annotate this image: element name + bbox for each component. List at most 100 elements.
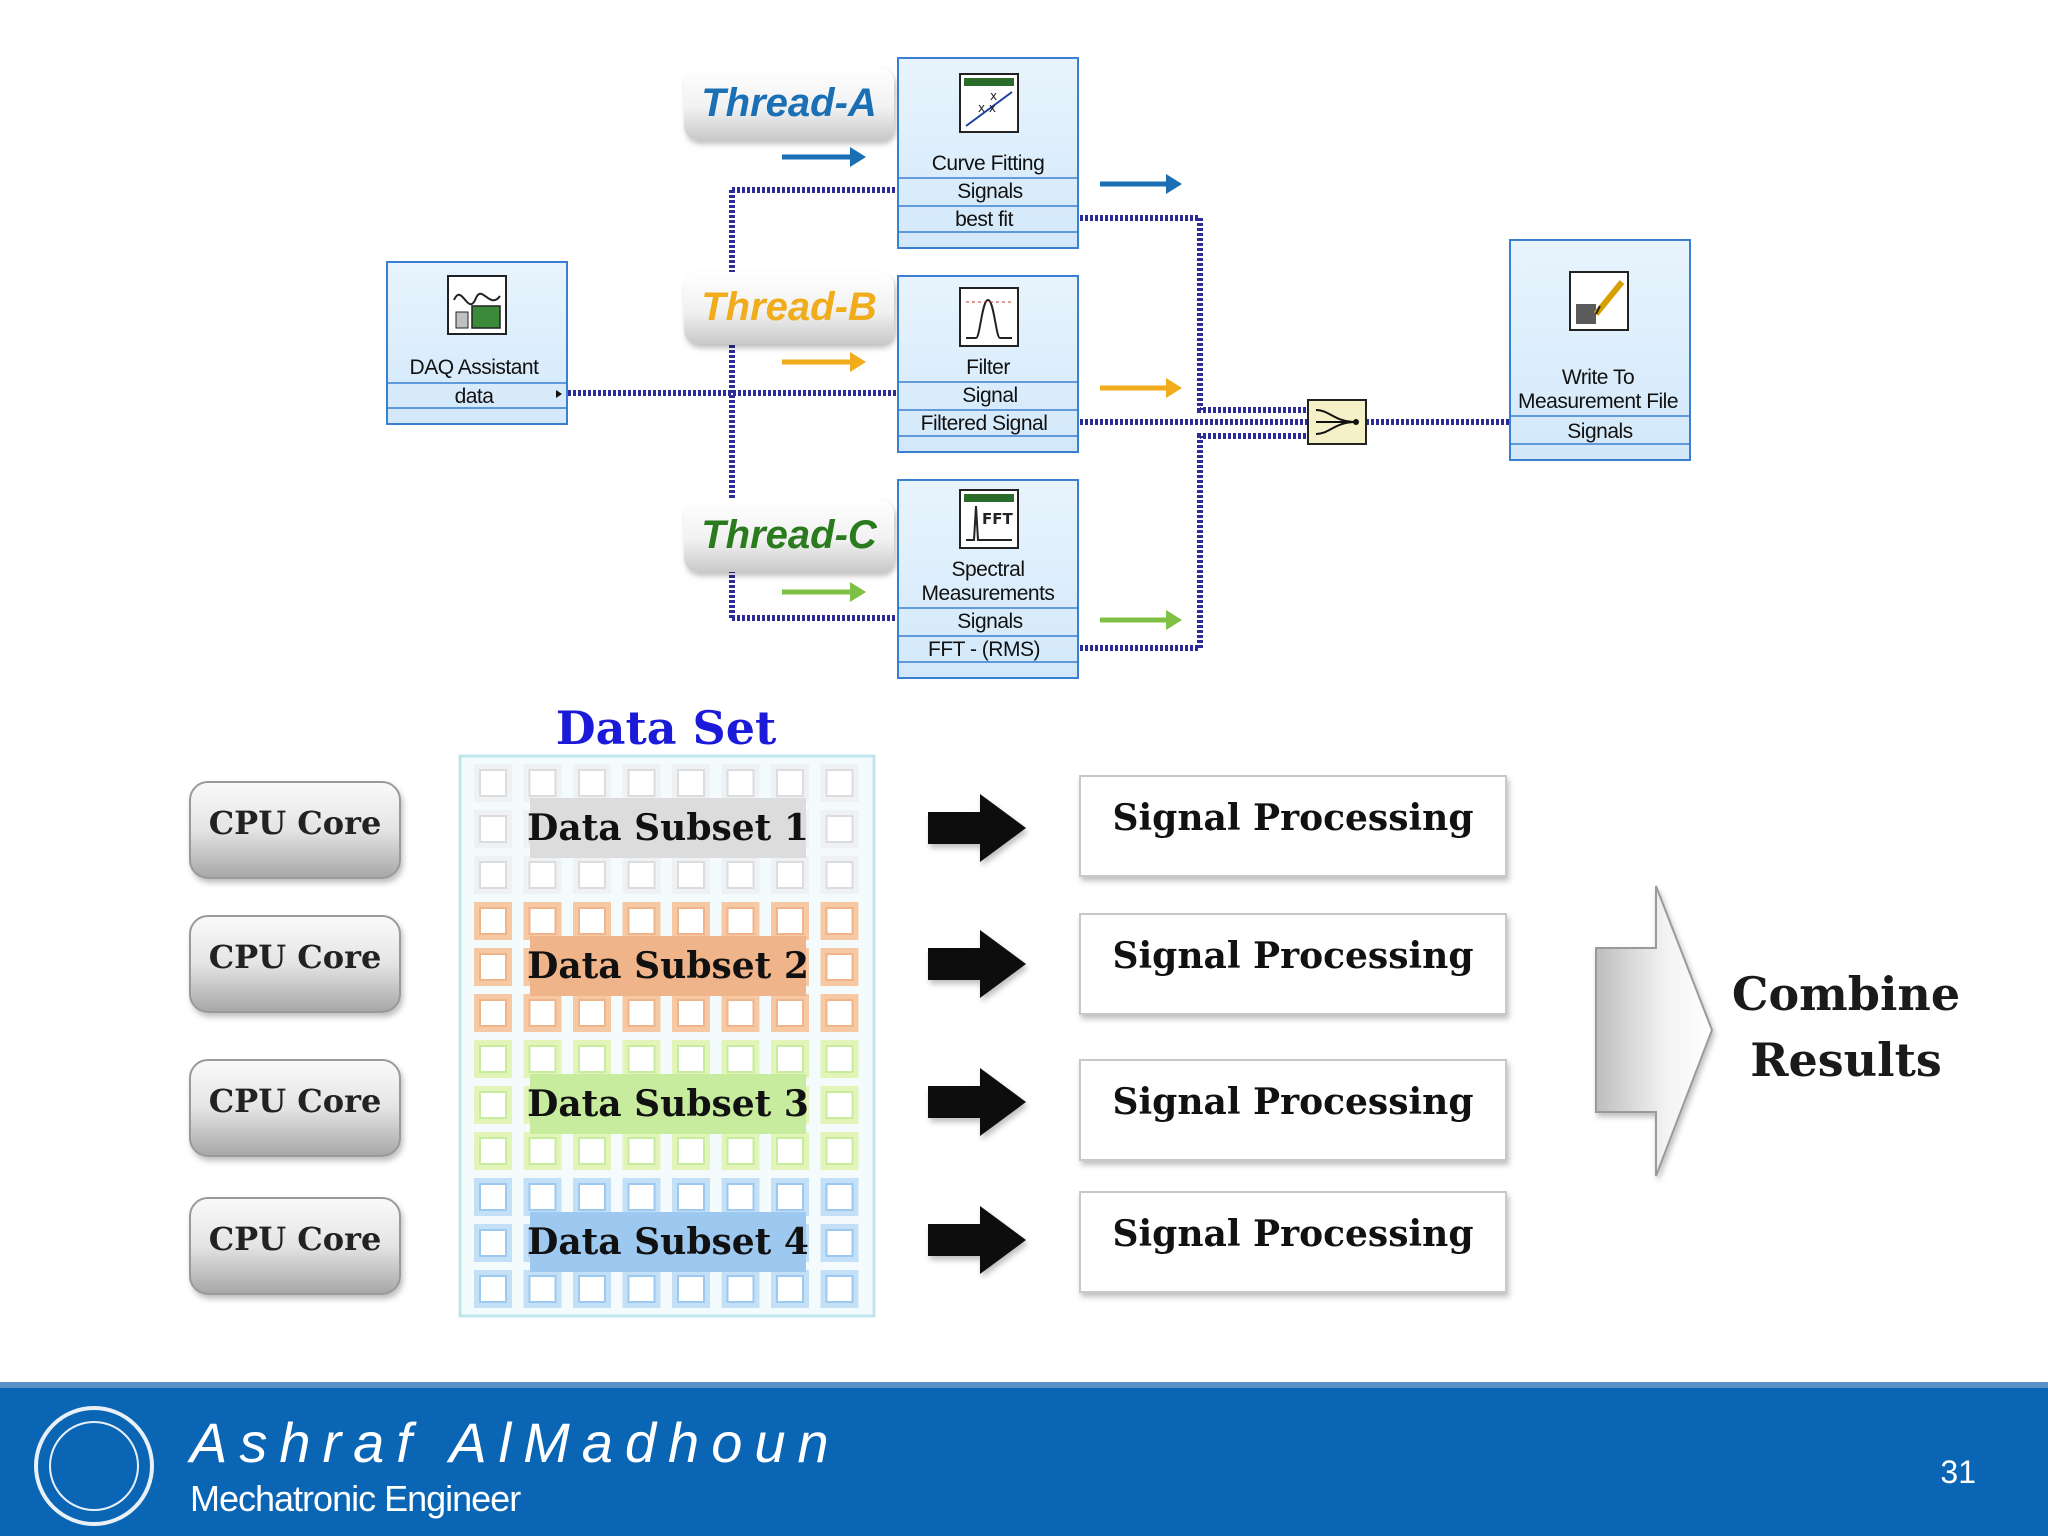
data-cell-box [528, 907, 557, 935]
thread-a-label: Thread-A [684, 68, 894, 140]
spectral-title-line2: Measurements [922, 582, 1055, 605]
svg-text:Data Subset 4: Data Subset 4 [527, 1221, 809, 1263]
curve-fitting-vi[interactable]: x x x Curve Fitting Signals best fit [897, 57, 1079, 249]
data-cell-box [825, 1229, 854, 1257]
data-cell-box [479, 953, 507, 981]
data-cell-box [479, 1229, 507, 1257]
data-cell-box [627, 1275, 656, 1303]
thread-c-arrow-out [1100, 610, 1182, 630]
page-number: 31 [1940, 1454, 1976, 1490]
svg-text:CPU Core: CPU Core [209, 1220, 382, 1258]
university-logo [34, 1406, 154, 1526]
spectral-terminal-fft-rms[interactable]: FFT - (RMS) [928, 638, 1040, 661]
data-set-title: Data Set [556, 701, 777, 755]
svg-text:Thread-C: Thread-C [701, 513, 878, 557]
data-cell-box [479, 1183, 507, 1211]
data-cell-box [627, 1183, 656, 1211]
data-cell-box [627, 769, 656, 797]
wire-fft-out [1080, 433, 1308, 651]
author-name: Ashraf AlMadhoun [190, 1411, 841, 1474]
data-cell-box [677, 1045, 705, 1073]
data-cell-box [578, 907, 606, 935]
data-cell-box [726, 1045, 755, 1073]
data-cell-box [825, 907, 854, 935]
svg-text:x x: x x [978, 101, 996, 115]
data-cell-box [825, 861, 854, 889]
arrow-right-icon-2 [928, 930, 1026, 998]
filter-icon [959, 287, 1019, 347]
filter-terminal-signal[interactable]: Signal [962, 384, 1018, 407]
curve-fitting-terminal-best-fit[interactable]: best fit [955, 208, 1014, 231]
thread-b-arrow-in [782, 352, 866, 372]
filter-vi[interactable]: Filter Signal Filtered Signal [897, 275, 1079, 453]
data-cell-box [726, 907, 755, 935]
data-subset-2: Data Subset 2 [527, 936, 809, 996]
data-cell-box [578, 1045, 606, 1073]
combine-chevron-icon [1595, 885, 1714, 1177]
data-cell-box [578, 1137, 606, 1165]
daq-assistant-title: DAQ Assistant [410, 356, 540, 379]
data-subset-3: Data Subset 3 [527, 1074, 809, 1134]
data-cell-box [677, 1183, 705, 1211]
data-cell-box [776, 1137, 804, 1165]
daq-terminal-data[interactable]: data [455, 385, 495, 408]
merge-signals-node[interactable] [1307, 399, 1367, 445]
data-cell-box [776, 999, 804, 1027]
svg-text:Signal Processing: Signal Processing [1113, 1213, 1474, 1255]
daq-assistant-icon [447, 275, 507, 335]
svg-text:Signal Processing: Signal Processing [1113, 935, 1474, 977]
data-cell-box [776, 907, 804, 935]
cpu-core-4: CPU Core [189, 1197, 401, 1295]
signal-processing-box-2: Signal Processing [1079, 913, 1507, 1015]
svg-text:Signal Processing: Signal Processing [1113, 1081, 1474, 1123]
combine-results-line1: Combine [1732, 967, 1960, 1021]
arrow-right-icon-3 [928, 1068, 1026, 1136]
filter-terminal-filtered-signal[interactable]: Filtered Signal [921, 412, 1048, 435]
svg-text:CPU Core: CPU Core [209, 804, 382, 842]
data-cell-box [479, 815, 507, 843]
data-cell-box [776, 769, 804, 797]
write-measurement-file-vi[interactable]: Write To Measurement File Signals [1509, 239, 1691, 461]
cpu-core-1: CPU Core [189, 781, 401, 879]
data-cell-box [825, 953, 854, 981]
data-cell-box [825, 1183, 854, 1211]
data-cell-box [726, 1183, 755, 1211]
data-cell-box [776, 861, 804, 889]
data-cell-box [627, 999, 656, 1027]
data-cell-box [825, 1137, 854, 1165]
curve-fitting-title: Curve Fitting [932, 152, 1045, 175]
write-terminal-signals[interactable]: Signals [1567, 420, 1633, 443]
data-cell-box [578, 999, 606, 1027]
thread-b-label: Thread-B [684, 272, 894, 344]
data-cell-box [726, 999, 755, 1027]
signal-processing-box-4: Signal Processing [1079, 1191, 1507, 1293]
signal-processing-box-3: Signal Processing [1079, 1059, 1507, 1161]
data-cell-box [776, 1275, 804, 1303]
spectral-measurements-vi[interactable]: FFT Spectral Measurements Signals FFT - … [897, 479, 1079, 679]
data-cell-box [578, 861, 606, 889]
data-cell-box [479, 1045, 507, 1073]
data-cell-box [479, 1091, 507, 1119]
spectral-terminal-signals[interactable]: Signals [957, 610, 1023, 633]
data-subset-1: Data Subset 1 [527, 798, 809, 858]
data-cell-box [677, 907, 705, 935]
data-cell-box [776, 1183, 804, 1211]
svg-text:Thread-B: Thread-B [701, 285, 877, 329]
daq-assistant-vi[interactable]: DAQ Assistant data [386, 261, 568, 425]
diagram: Thread-A Thread-B Thread-C [189, 57, 1960, 1318]
combine-results-line2: Results [1750, 1033, 1941, 1087]
data-cell-box [528, 1183, 557, 1211]
data-cell-box [776, 1045, 804, 1073]
data-cell-box [479, 769, 507, 797]
arrow-right-icon-4 [928, 1206, 1026, 1274]
data-cell-box [479, 861, 507, 889]
data-cell-box [627, 1045, 656, 1073]
svg-text:Data Subset 3: Data Subset 3 [527, 1083, 809, 1125]
write-title-line1: Write To [1562, 366, 1634, 389]
curve-fitting-terminal-signals[interactable]: Signals [957, 180, 1023, 203]
data-cell-box [528, 999, 557, 1027]
data-cell-box [825, 999, 854, 1027]
thread-c-arrow-in [782, 582, 866, 602]
data-cell-box [528, 861, 557, 889]
data-cell-box [528, 1045, 557, 1073]
